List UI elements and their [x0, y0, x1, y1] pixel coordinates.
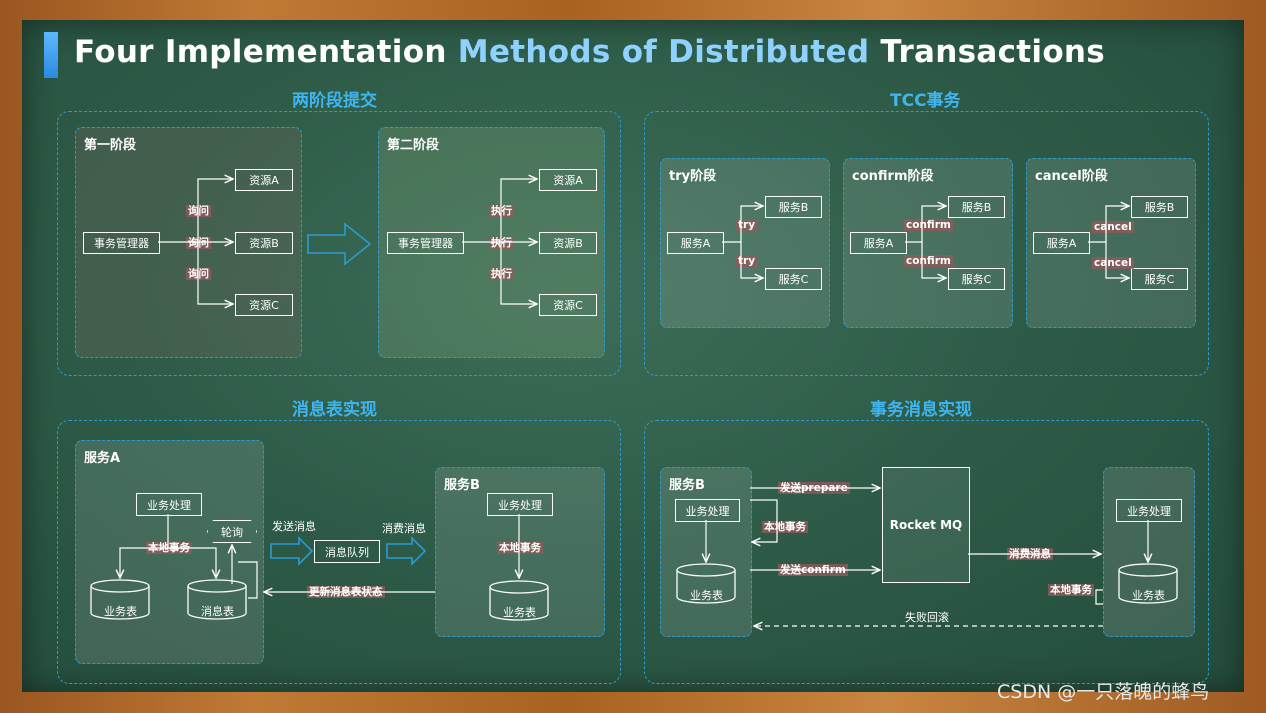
cancel-service-b: 服务B: [1131, 196, 1188, 218]
section-heading-message-table: 消息表实现: [292, 400, 377, 420]
phase2-manager: 事务管理器: [387, 232, 464, 254]
section-heading-two-phase: 两阶段提交: [292, 91, 377, 111]
confirm-label-b: confirm: [904, 219, 953, 231]
txmsg-right-biz-table-label: 业务表: [1132, 589, 1165, 602]
cancel-service-c: 服务C: [1131, 268, 1188, 290]
section-tcc: [644, 111, 1209, 376]
try-service-b: 服务B: [765, 196, 822, 218]
confirm-service-c: 服务C: [948, 268, 1005, 290]
watermark: CSDN @一只落魄的蜂鸟: [997, 681, 1210, 703]
panel-cancel: cancel阶段: [1026, 158, 1196, 328]
try-service-c: 服务C: [765, 268, 822, 290]
txmsg-service-b-title: 服务B: [669, 478, 705, 493]
txmsg-left-biz-process: 业务处理: [675, 499, 740, 522]
cancel-label-c: cancel: [1092, 257, 1134, 269]
txmsg-right-biz-table-cylinder: [1118, 563, 1178, 604]
msgtable-poll: 轮询: [207, 520, 257, 543]
panel-txmsg-consumer: [1103, 467, 1195, 637]
phase1-resource-c: 资源C: [235, 294, 293, 316]
section-two-phase: [57, 111, 621, 376]
txmsg-local-tx: 本地事务: [762, 521, 808, 533]
phase2-resource-a: 资源A: [539, 169, 597, 191]
msgtable-service-a-title: 服务A: [84, 451, 121, 466]
cancel-title: cancel阶段: [1035, 169, 1108, 184]
phase1-resource-a: 资源A: [235, 169, 293, 191]
panel-try: try阶段: [660, 158, 830, 328]
phase-transition-arrow: [307, 222, 372, 266]
txmsg-right-biz-process: 业务处理: [1116, 499, 1182, 522]
rocket-mq: Rocket MQ: [882, 467, 970, 583]
phase1-resource-b: 资源B: [235, 232, 293, 254]
section-heading-transaction-message: 事务消息实现: [870, 400, 972, 420]
msgtable-msg-table-cylinder: [187, 579, 247, 620]
section-transaction-message: [644, 420, 1209, 684]
msgtable-b-biz-table-cylinder: [489, 580, 549, 621]
phase2-resource-c: 资源C: [539, 294, 597, 316]
page-title: Four Implementation Methods of Distribut…: [74, 34, 1106, 70]
msgtable-b-biz-table-label: 业务表: [503, 606, 536, 619]
cancel-label-b: cancel: [1092, 221, 1134, 233]
confirm-title: confirm阶段: [852, 169, 934, 184]
txmsg-left-biz-table-label: 业务表: [690, 589, 723, 602]
phase2-title: 第二阶段: [387, 138, 440, 153]
send-arrow: [270, 536, 314, 566]
msgtable-msg-table-label: 消息表: [201, 605, 234, 618]
msgtable-a-biz-process: 业务处理: [136, 493, 202, 516]
phase1-title: 第一阶段: [84, 138, 137, 153]
confirm-label-c: confirm: [904, 255, 953, 267]
title-accent-bar: [44, 32, 58, 78]
msgtable-send-label: 发送消息: [272, 520, 316, 533]
msgtable-service-b-title: 服务B: [444, 478, 480, 493]
msgtable-biz-table-label: 业务表: [104, 605, 137, 618]
section-message-table: [57, 420, 621, 684]
confirm-service-b: 服务B: [948, 196, 1005, 218]
phase2-resource-b: 资源B: [539, 232, 597, 254]
msgtable-queue: 消息队列: [314, 540, 380, 563]
section-heading-tcc: TCC事务: [890, 91, 961, 111]
panel-confirm: confirm阶段: [843, 158, 1013, 328]
msgtable-b-biz-process: 业务处理: [487, 493, 553, 516]
txmsg-rollback: 失败回滚: [905, 611, 949, 624]
phase1-manager: 事务管理器: [83, 232, 160, 254]
cancel-service-a: 服务A: [1033, 232, 1090, 254]
txmsg-left-biz-table-cylinder: [676, 563, 736, 604]
txmsg-right-local-tx: 本地事务: [1048, 584, 1094, 596]
msgtable-b-local-tx: 本地事务: [497, 542, 543, 554]
confirm-service-a: 服务A: [850, 232, 907, 254]
msgtable-consume-label: 消费消息: [382, 522, 426, 535]
try-title: try阶段: [669, 169, 717, 184]
msgtable-biz-table-cylinder: [90, 579, 150, 620]
consume-arrow: [386, 536, 427, 566]
try-service-a: 服务A: [667, 232, 724, 254]
